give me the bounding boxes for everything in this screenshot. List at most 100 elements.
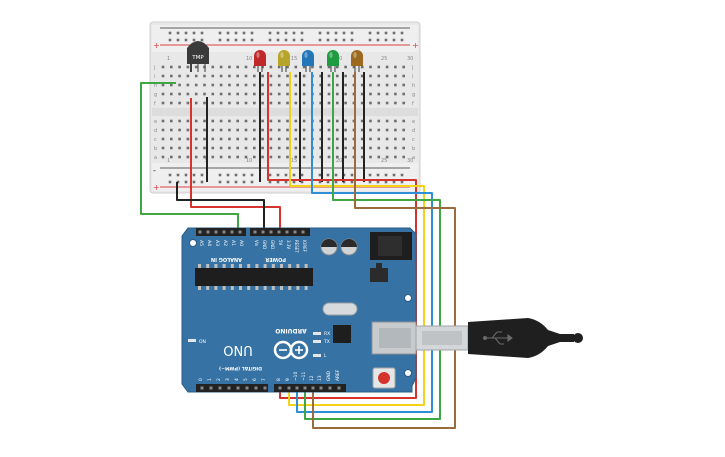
rail-hole[interactable] — [376, 38, 380, 42]
header-pin[interactable] — [253, 230, 257, 234]
breadboard-hole[interactable] — [236, 155, 239, 159]
rail-hole[interactable] — [192, 38, 196, 42]
rail-hole[interactable] — [384, 38, 388, 42]
breadboard-hole[interactable] — [161, 155, 165, 159]
breadboard-hole[interactable] — [186, 155, 190, 159]
breadboard-hole[interactable] — [294, 146, 298, 150]
breadboard-hole[interactable] — [228, 101, 231, 105]
breadboard-hole[interactable] — [236, 137, 239, 141]
rail-hole[interactable] — [192, 180, 196, 184]
breadboard-hole[interactable] — [385, 101, 389, 105]
rail-hole[interactable] — [218, 38, 222, 42]
header-pin[interactable] — [319, 386, 323, 390]
breadboard-hole[interactable] — [336, 119, 339, 123]
breadboard-hole[interactable] — [211, 146, 215, 150]
header-pin[interactable] — [303, 386, 307, 390]
breadboard-hole[interactable] — [269, 101, 273, 105]
breadboard-hole[interactable] — [352, 119, 356, 123]
breadboard-hole[interactable] — [194, 92, 198, 96]
breadboard-hole[interactable] — [244, 83, 248, 87]
breadboard-hole[interactable] — [203, 74, 206, 78]
rail-hole[interactable] — [242, 173, 246, 177]
breadboard-hole[interactable] — [360, 83, 364, 87]
breadboard-hole[interactable] — [253, 83, 256, 87]
breadboard-hole[interactable] — [369, 101, 372, 105]
rail-hole[interactable] — [292, 31, 296, 35]
header-pin[interactable] — [198, 230, 202, 234]
rail-hole[interactable] — [326, 173, 330, 177]
breadboard-hole[interactable] — [294, 92, 298, 96]
breadboard-hole[interactable] — [352, 155, 356, 159]
breadboard-hole[interactable] — [344, 101, 347, 105]
rail-hole[interactable] — [284, 38, 288, 42]
breadboard-hole[interactable] — [244, 101, 248, 105]
wire-5v-power[interactable] — [190, 98, 281, 228]
breadboard-hole[interactable] — [203, 146, 206, 150]
breadboard-hole[interactable] — [261, 146, 264, 150]
breadboard-hole[interactable] — [344, 155, 347, 159]
breadboard-hole[interactable] — [244, 137, 248, 141]
wire-brown-led-signal[interactable] — [312, 72, 456, 429]
breadboard-hole[interactable] — [228, 128, 231, 132]
breadboard-hole[interactable] — [161, 146, 165, 150]
breadboard-hole[interactable] — [178, 101, 181, 105]
usb-cable[interactable] — [415, 318, 583, 358]
rail-hole[interactable] — [300, 173, 304, 177]
breadboard-hole[interactable] — [161, 101, 165, 105]
reset-button-cap[interactable] — [378, 372, 390, 384]
breadboard-hole[interactable] — [178, 74, 181, 78]
rail-hole[interactable] — [200, 38, 204, 42]
breadboard-hole[interactable] — [369, 119, 372, 123]
breadboard-hole[interactable] — [244, 74, 248, 78]
breadboard-hole[interactable] — [319, 128, 322, 132]
breadboard-hole[interactable] — [170, 119, 173, 123]
breadboard-hole[interactable] — [352, 74, 356, 78]
breadboard-hole[interactable] — [236, 83, 239, 87]
breadboard-hole[interactable] — [336, 155, 339, 159]
breadboard-hole[interactable] — [219, 65, 223, 69]
breadboard-hole[interactable] — [327, 92, 331, 96]
breadboard-hole[interactable] — [211, 137, 215, 141]
breadboard-hole[interactable] — [394, 74, 397, 78]
breadboard-hole[interactable] — [228, 119, 231, 123]
breadboard-hole[interactable] — [302, 83, 306, 87]
breadboard-hole[interactable] — [186, 137, 190, 141]
rail-hole[interactable] — [176, 31, 180, 35]
rail-hole[interactable] — [268, 180, 272, 184]
header-pin[interactable] — [222, 230, 226, 234]
rail-hole[interactable] — [284, 173, 288, 177]
rail-hole[interactable] — [250, 31, 254, 35]
breadboard-hole[interactable] — [277, 146, 281, 150]
breadboard-hole[interactable] — [178, 155, 181, 159]
breadboard-hole[interactable] — [253, 128, 256, 132]
breadboard-hole[interactable] — [244, 65, 248, 69]
header-pin[interactable] — [293, 230, 297, 234]
breadboard-hole[interactable] — [402, 65, 405, 69]
breadboard-hole[interactable] — [360, 128, 364, 132]
rail-hole[interactable] — [250, 173, 254, 177]
breadboard-hole[interactable] — [219, 83, 223, 87]
breadboard-hole[interactable] — [302, 65, 306, 69]
breadboard-hole[interactable] — [211, 74, 215, 78]
breadboard-hole[interactable] — [178, 92, 181, 96]
breadboard-hole[interactable] — [244, 119, 248, 123]
breadboard-hole[interactable] — [319, 92, 322, 96]
breadboard-hole[interactable] — [178, 128, 181, 132]
breadboard-hole[interactable] — [377, 74, 381, 78]
rail-hole[interactable] — [376, 173, 380, 177]
breadboard-hole[interactable] — [360, 146, 364, 150]
rail-hole[interactable] — [368, 173, 372, 177]
rail-hole[interactable] — [350, 38, 354, 42]
breadboard-hole[interactable] — [311, 65, 314, 69]
rail-hole[interactable] — [376, 31, 380, 35]
breadboard-hole[interactable] — [402, 74, 405, 78]
rail-hole[interactable] — [200, 173, 204, 177]
breadboard-hole[interactable] — [294, 155, 298, 159]
breadboard-hole[interactable] — [394, 119, 397, 123]
breadboard-hole[interactable] — [336, 74, 339, 78]
rail-hole[interactable] — [250, 180, 254, 184]
breadboard-hole[interactable] — [302, 92, 306, 96]
breadboard-hole[interactable] — [377, 119, 381, 123]
breadboard-hole[interactable] — [402, 101, 405, 105]
breadboard-hole[interactable] — [277, 137, 281, 141]
